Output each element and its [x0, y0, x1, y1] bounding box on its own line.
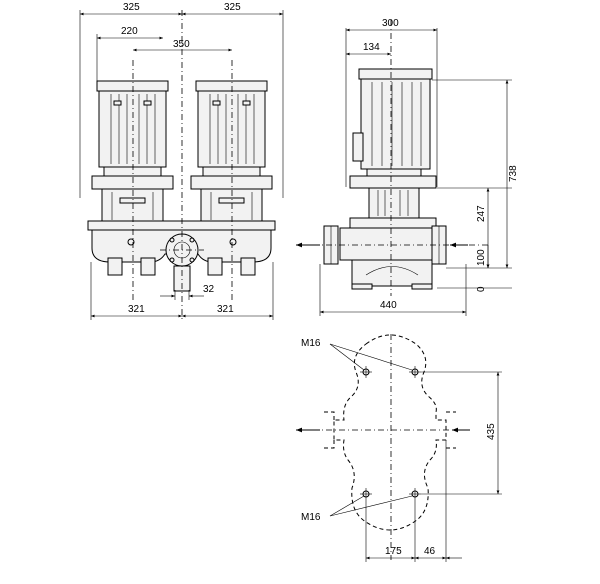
m16-label-top: M16	[301, 338, 321, 349]
dim-435: 435	[486, 423, 497, 440]
dim-46: 46	[424, 546, 436, 557]
dim-325-left: 325	[123, 2, 140, 13]
dim-300: 300	[382, 18, 399, 29]
dim-325-right: 325	[224, 2, 241, 13]
dim-440: 440	[380, 300, 397, 311]
dim-0: 0	[476, 286, 487, 292]
left-motor	[91, 80, 174, 222]
dim-350: 350	[173, 39, 190, 50]
dim-100: 100	[476, 249, 487, 266]
bolt-hole-top-left	[360, 366, 372, 378]
dim-220: 220	[121, 26, 138, 37]
bolt-hole-bottom-left	[360, 488, 372, 500]
dim-738: 738	[508, 165, 519, 182]
right-motor	[190, 80, 273, 222]
dim-32: 32	[203, 284, 215, 295]
dim-321-left: 321	[128, 304, 145, 315]
dim-134: 134	[363, 42, 380, 53]
dim-175: 175	[385, 546, 402, 557]
side-view: 300 134 440 738 247 100 0	[296, 18, 519, 316]
dim-321-right: 321	[217, 304, 234, 315]
front-view: 325 325 220 350 321 321 32	[79, 2, 284, 320]
bolt-hole-top-right	[409, 366, 421, 378]
m16-label-bottom: M16	[301, 512, 321, 523]
base-plan: M16 M16 435 175 46	[296, 334, 502, 562]
dim-247: 247	[476, 205, 487, 222]
pump-housing	[87, 220, 276, 292]
bolt-hole-bottom-right	[409, 488, 421, 500]
